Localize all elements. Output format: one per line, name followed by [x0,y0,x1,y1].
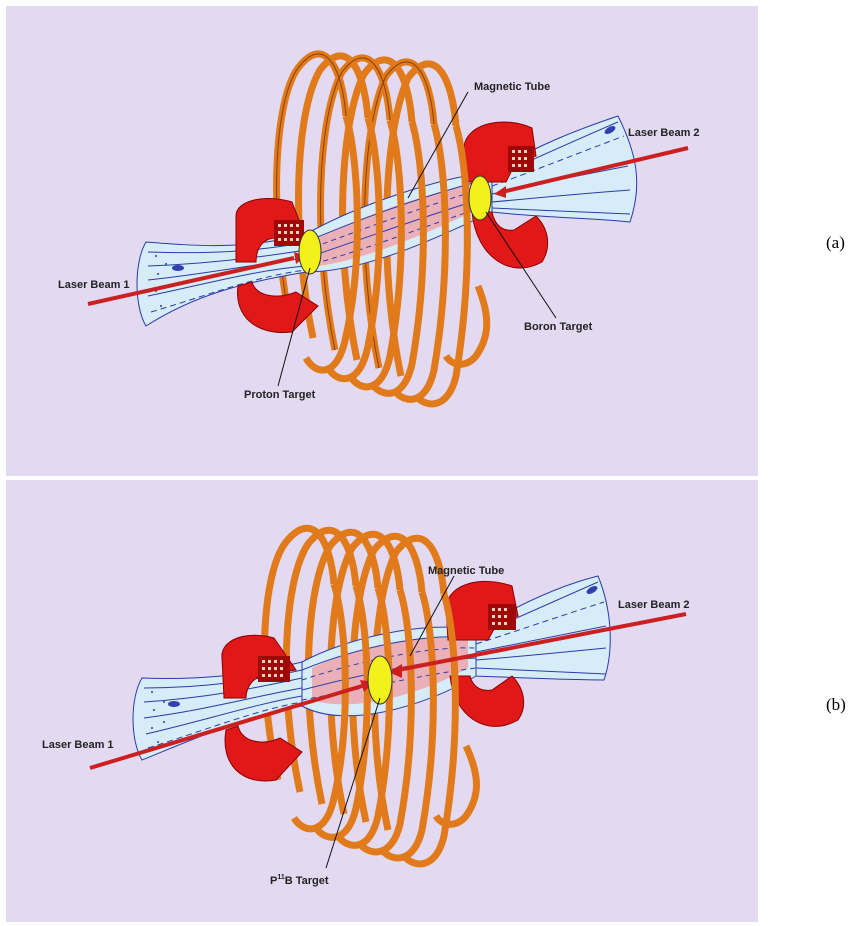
label-magnetic-tube: Magnetic Tube [428,565,504,577]
panel-a: Magnetic Tube Laser Beam 1 Laser Beam 2 … [6,6,758,476]
panel-b-tag: (b) [826,695,846,715]
p11b-target [368,656,392,704]
particle-icon [168,701,180,707]
label-boron-target: Boron Target [524,321,593,333]
label-p11b-target: P11B Target [270,874,329,887]
label-laser-beam-1: Laser Beam 1 [42,739,114,751]
label-magnetic-tube: Magnetic Tube [474,81,550,93]
label-laser-beam-2: Laser Beam 2 [628,127,700,139]
panel-a-tag: (a) [826,233,845,253]
panel-b: Magnetic Tube Laser Beam 1 Laser Beam 2 … [6,480,758,922]
particle-icon [172,265,184,271]
diagram-b: Magnetic Tube Laser Beam 1 Laser Beam 2 … [6,480,758,922]
label-laser-beam-2: Laser Beam 2 [618,599,690,611]
diagram-a: Magnetic Tube Laser Beam 1 Laser Beam 2 … [6,6,758,476]
proton-target [299,230,321,274]
label-laser-beam-1: Laser Beam 1 [58,279,130,291]
label-proton-target: Proton Target [244,389,316,401]
boron-target [469,176,491,220]
